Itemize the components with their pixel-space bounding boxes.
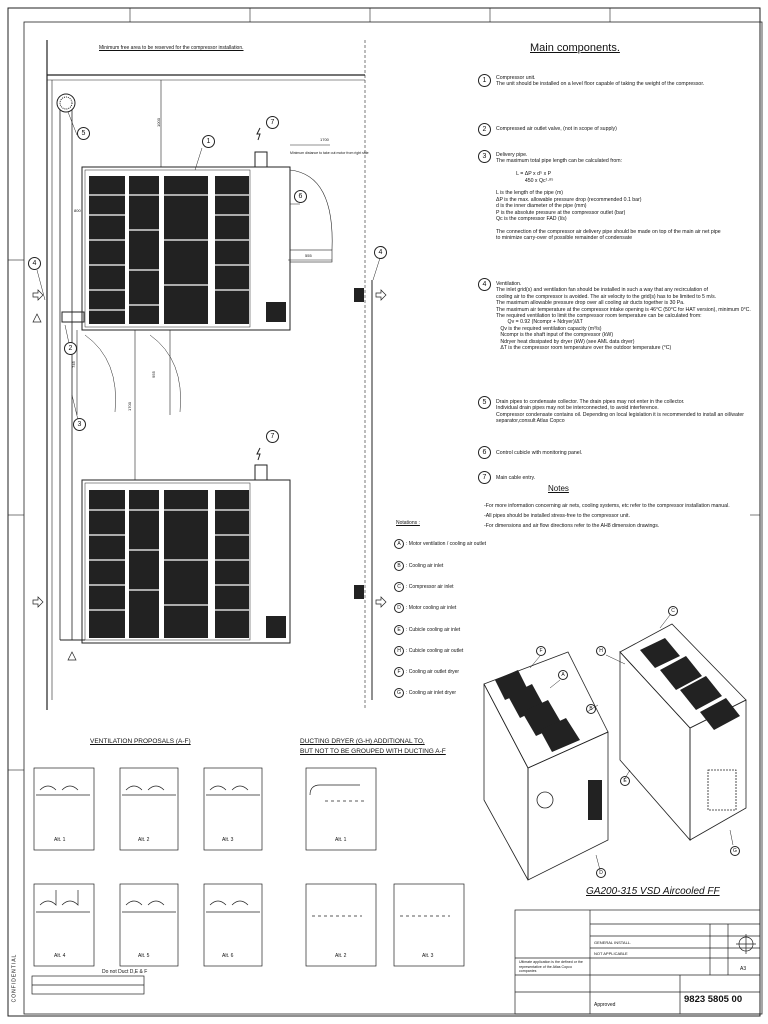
vent-alt-2: Alt. 2 bbox=[138, 837, 150, 843]
isometric-views bbox=[483, 623, 747, 881]
component-num-6: 6 bbox=[478, 446, 491, 459]
notation-b: B: Cooling air inlet bbox=[394, 561, 443, 571]
title-block-grid bbox=[514, 909, 761, 1015]
dim-800: 800 bbox=[74, 208, 81, 213]
callout-4-right: 4 bbox=[374, 246, 387, 259]
notation-f: F: Cooling air outlet dryer bbox=[394, 667, 459, 677]
callout-5: 5 bbox=[77, 127, 90, 140]
vent-alt-5: Alt. 5 bbox=[138, 953, 150, 959]
callout-6: 6 bbox=[294, 190, 307, 203]
notation-e: E: Cubicle cooling air inlet bbox=[394, 625, 460, 635]
component-text-2: Compressed air outlet valve, (not in sco… bbox=[496, 126, 617, 132]
notation-a: A: Motor ventilation / cooling air outle… bbox=[394, 539, 486, 549]
dim-555: 555 bbox=[305, 253, 312, 258]
vent-alt-3: Alt. 3 bbox=[222, 837, 234, 843]
callout-4-left: 4 bbox=[28, 257, 41, 270]
notation-c: C: Compressor air inlet bbox=[394, 582, 454, 592]
model-title: GA200-315 VSD Aircooled FF bbox=[586, 886, 720, 897]
component-text-4: Ventilation. The inlet grid(s) and venti… bbox=[496, 281, 751, 352]
ventilation-proposal-boxes bbox=[31, 767, 263, 995]
component-text-7: Main cable entry. bbox=[496, 475, 536, 481]
dim-side-note: Minimum distance to take out motor from … bbox=[290, 151, 369, 155]
duct-alt-1: Alt. 1 bbox=[335, 837, 347, 843]
iso-label-h: H bbox=[596, 646, 608, 656]
callout-1: 1 bbox=[202, 135, 215, 148]
component-num-4: 4 bbox=[478, 278, 491, 291]
component-num-1: 1 bbox=[478, 74, 491, 87]
component-num-2: 2 bbox=[478, 123, 491, 136]
ducting-dryer-boxes bbox=[305, 767, 465, 967]
notation-g: G: Cooling air inlet dryer bbox=[394, 688, 456, 698]
callout-7-bottom: 7 bbox=[266, 430, 279, 443]
confidential-mark: CONFIDENTIAL bbox=[11, 953, 18, 1003]
notations-title: Notations : bbox=[396, 520, 420, 526]
duct-alt-2: Alt. 2 bbox=[335, 953, 347, 959]
callout-2: 2 bbox=[64, 342, 77, 355]
compressor-unit-top bbox=[61, 151, 291, 331]
notes-line-3: -For dimensions and air flow directions … bbox=[484, 523, 660, 529]
dim-1700-mid: 1700 bbox=[126, 402, 132, 411]
callout-7-top: 7 bbox=[266, 116, 279, 129]
notation-h: H: Cubicle cooling air outlet bbox=[394, 646, 463, 656]
tb-approved: Approved bbox=[594, 1002, 616, 1008]
notes-line-2: -All pipes should be installed stress-fr… bbox=[484, 513, 630, 519]
component-num-3: 3 bbox=[478, 150, 491, 163]
dim-1700-side: 1700 bbox=[320, 137, 329, 142]
main-components-title: Main components. bbox=[530, 42, 620, 54]
callout-3: 3 bbox=[73, 418, 86, 431]
tb-not-applicable: NOT APPLICABLE bbox=[594, 951, 628, 956]
compressor-unit-bottom bbox=[81, 464, 291, 644]
iso-label-c: C bbox=[668, 606, 680, 616]
component-text-6: Control cubicle with monitoring panel. bbox=[496, 450, 583, 456]
notes-title: Notes bbox=[548, 484, 569, 493]
iso-label-g: G bbox=[730, 846, 742, 856]
dim-955: 955 bbox=[150, 371, 156, 378]
tb-copy-note: Ultimate application is the defined or t… bbox=[519, 960, 583, 973]
dim-745: 745 bbox=[70, 361, 76, 368]
duct-alt-3: Alt. 3 bbox=[422, 953, 434, 959]
iso-label-e: E bbox=[620, 776, 632, 786]
ventilation-title: VENTILATION PROPOSALS (A-F) bbox=[90, 738, 191, 745]
tb-sheet-size: A3 bbox=[740, 966, 747, 972]
vent-alt-4: Alt. 4 bbox=[54, 953, 66, 959]
tb-general-install: GENERAL INSTALL. bbox=[594, 940, 632, 945]
vent-alt-1: Alt. 1 bbox=[54, 837, 66, 843]
component-text-5: Drain pipes to condensate collector. The… bbox=[496, 399, 744, 425]
component-num-7: 7 bbox=[478, 471, 491, 484]
min-free-area-note: Minimum free area to be reserved for the… bbox=[99, 45, 244, 51]
component-num-5: 5 bbox=[478, 396, 491, 409]
ducting-title-line-1: DUCTING DRYER (G-H) ADDITIONAL TO, bbox=[300, 738, 425, 745]
notation-d: D: Motor cooling air inlet bbox=[394, 603, 456, 613]
iso-label-a: A bbox=[558, 670, 570, 680]
iso-label-d: D bbox=[596, 868, 608, 878]
ventilation-footer: Do not Duct D,E & F bbox=[102, 969, 148, 975]
component-text-3: Delivery pipe. The maximum total pipe le… bbox=[496, 152, 721, 242]
iso-label-b: B bbox=[586, 704, 598, 714]
dim-1000: 1000 bbox=[155, 118, 161, 127]
ducting-title-line-2: BUT NOT TO BE GROUPED WITH DUCTING A-F bbox=[300, 748, 446, 755]
component-text-1: Compressor unit. The unit should be inst… bbox=[496, 75, 705, 88]
drawing-number: 9823 5805 00 bbox=[684, 994, 743, 1005]
notes-line-1: -For more information concerning air net… bbox=[484, 503, 730, 509]
vent-alt-6: Alt. 6 bbox=[222, 953, 234, 959]
iso-label-f: F bbox=[536, 646, 548, 656]
